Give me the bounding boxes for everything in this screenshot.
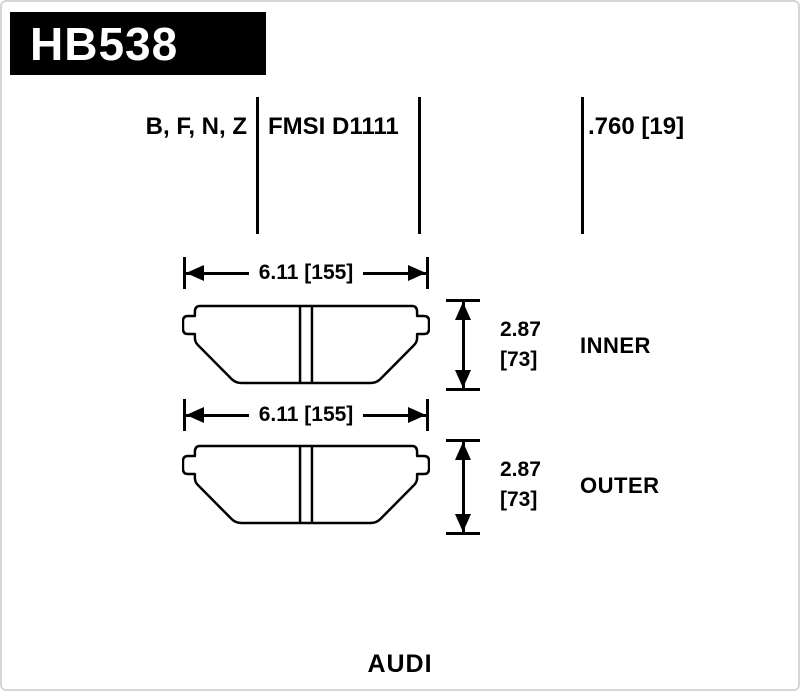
pad-outline — [182, 304, 430, 385]
divider-line-3 — [581, 97, 584, 234]
dimension-tick — [446, 439, 480, 442]
height-value: 2.87 — [500, 458, 541, 481]
fmsi-number: FMSI D1111 — [268, 113, 399, 140]
outer-pad-label: OUTER — [580, 473, 660, 498]
part-number: HB538 — [30, 17, 179, 70]
dimension-arrow-vertical — [454, 442, 471, 532]
height-dimension-inner — [446, 299, 480, 391]
dimension-arrow-vertical — [454, 302, 471, 388]
dimension-tick — [446, 388, 480, 391]
width-dimension-label-outer: 6.11 [155] — [258, 403, 354, 426]
pad-thickness: .760 [19] — [588, 113, 685, 140]
dimension-tick — [426, 257, 430, 289]
width-dimension-label-inner: 6.11 [155] — [258, 261, 354, 284]
dimension-arrow-right — [363, 264, 427, 281]
divider-line-2 — [418, 97, 421, 234]
compound-codes: B, F, N, Z — [145, 113, 247, 140]
brake-pad-drawing-outer — [182, 444, 430, 525]
inner-pad-label: INNER — [580, 333, 651, 358]
height-dimension-label-inner: 2.87 [73] — [500, 315, 541, 375]
dimension-tick — [446, 299, 480, 302]
dimension-tick — [426, 399, 430, 431]
height-dimension-label-outer: 2.87 [73] — [500, 455, 541, 515]
dimension-arrow-left — [186, 264, 249, 281]
dimension-tick — [446, 532, 480, 535]
width-dimension-inner: 6.11 [155] — [183, 256, 430, 290]
height-value-mm: [73] — [500, 348, 538, 371]
dimension-arrow-left — [186, 406, 249, 423]
dimension-arrow-right — [363, 406, 427, 423]
divider-line-1 — [256, 97, 259, 234]
part-number-banner: HB538 — [10, 12, 266, 75]
dimension-tick — [183, 257, 186, 289]
pad-outline — [182, 444, 430, 525]
dimension-tick — [183, 399, 186, 431]
brake-pad-drawing-inner — [182, 304, 430, 385]
height-value-mm: [73] — [500, 488, 538, 511]
vehicle-make: AUDI — [367, 650, 433, 678]
height-dimension-outer — [446, 439, 480, 535]
height-value: 2.87 — [500, 318, 541, 341]
width-dimension-outer: 6.11 [155] — [183, 398, 430, 432]
